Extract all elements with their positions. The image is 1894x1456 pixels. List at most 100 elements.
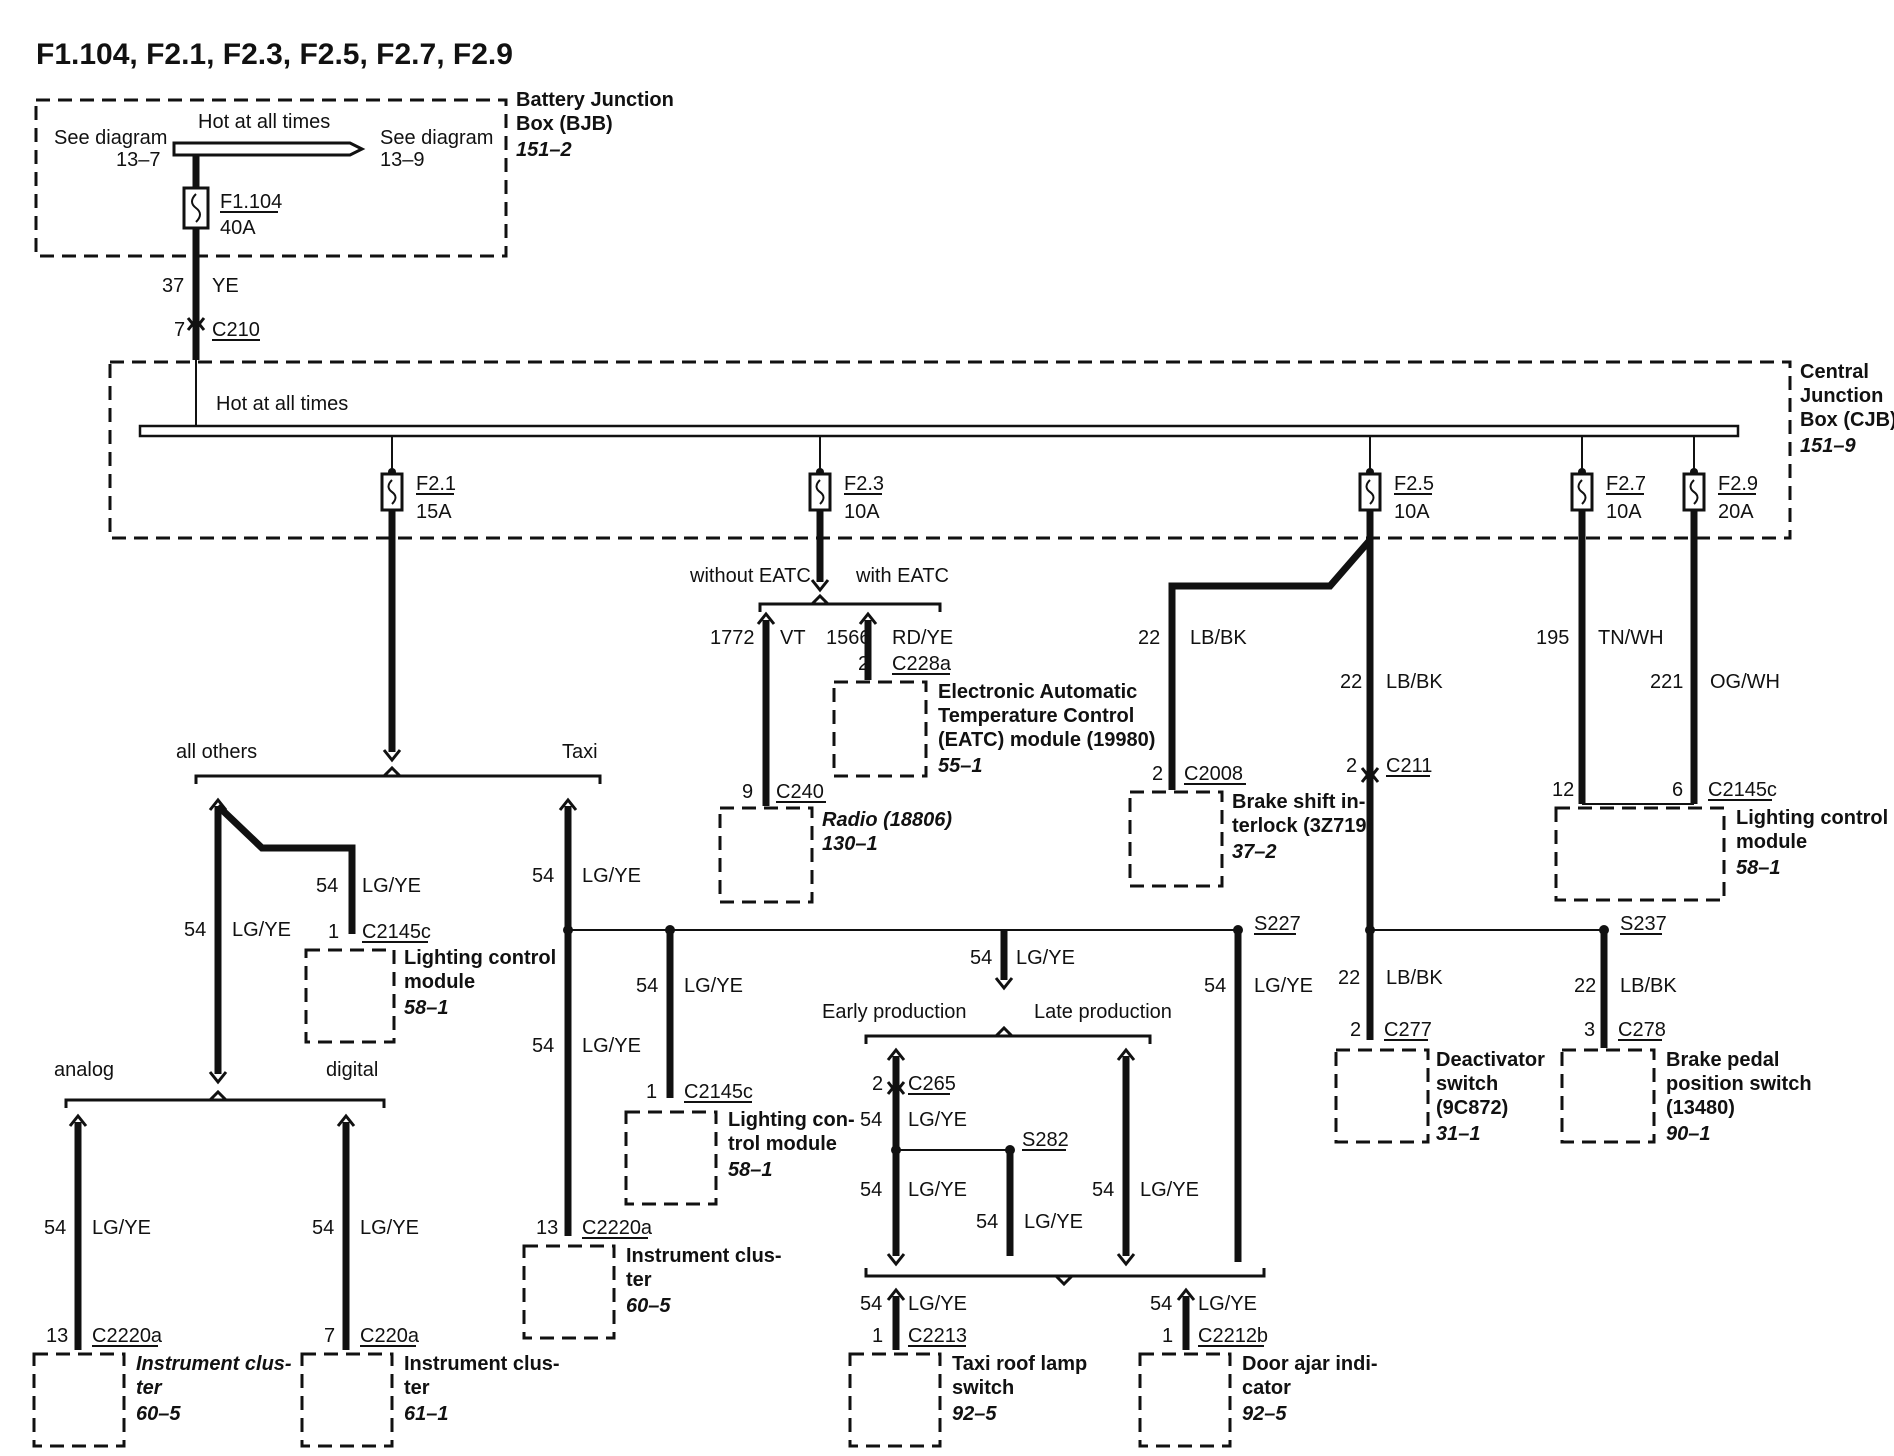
feed-wire-num: 37	[162, 275, 184, 297]
ic2-ref: 61–1	[404, 1403, 449, 1425]
without-eatc-label: without EATC	[689, 565, 811, 587]
ic2-name-2: ter	[404, 1377, 430, 1399]
radio-pin: 9	[742, 781, 753, 803]
bsi-pin: 2	[1152, 763, 1163, 785]
ic3-name-2: ter	[626, 1269, 652, 1291]
lcm-left-connector: C2145c	[362, 921, 431, 943]
f29-wire-num: 221	[1650, 671, 1683, 693]
instrument-cluster-digital[interactable]	[300, 1352, 394, 1448]
f27-wire-color: TN/WH	[1598, 627, 1664, 649]
lcm-left-wire-num: 54	[316, 875, 338, 897]
da-wire-num: 54	[1150, 1293, 1172, 1315]
allothers-wire-color: LG/YE	[232, 919, 291, 941]
bp-pin: 3	[1584, 1019, 1595, 1041]
door-ajar-indicator[interactable]	[1138, 1352, 1232, 1448]
da-pin: 1	[1162, 1325, 1173, 1347]
fuse-f29-amp: 20A	[1718, 501, 1754, 523]
bsi-name-1: Brake shift in-	[1232, 791, 1365, 813]
production-option-bracket	[864, 1034, 1152, 1044]
da-ref: 92–5	[1242, 1403, 1287, 1425]
tr-connector: C2213	[908, 1325, 967, 1347]
fuse-f1104-label: F1.104	[220, 191, 282, 213]
bjb-label-1: Battery Junction	[516, 89, 674, 111]
fuse-f25-id: F2.5	[1394, 473, 1434, 495]
s227-splice: S227	[1254, 913, 1301, 935]
tr-name-1: Taxi roof lamp	[952, 1353, 1087, 1375]
da-connector: C2212b	[1198, 1325, 1268, 1347]
fuse-f21: F2.1 15A	[380, 436, 456, 523]
bp-wire-num: 22	[1574, 975, 1596, 997]
fuse-f27: F2.7 10A	[1570, 436, 1646, 523]
radio-name: Radio (18806)	[822, 809, 952, 831]
lighting-control-module-right[interactable]	[1554, 806, 1726, 902]
lcm-right-ref: 58–1	[1736, 857, 1781, 879]
taxi-label: Taxi	[562, 741, 598, 763]
c211-connector: C211	[1386, 755, 1432, 777]
taxi-lcm-pin: 1	[646, 1081, 657, 1103]
eatc-module[interactable]	[832, 680, 928, 778]
brake-pedal-position-switch[interactable]	[1560, 1048, 1656, 1144]
brake-shift-interlock[interactable]	[1128, 790, 1224, 888]
lcm-left-pin: 1	[328, 921, 339, 943]
eatc-name-3: (EATC) module (19980)	[938, 729, 1155, 751]
fuse-f1104-amp: 40A	[220, 217, 256, 239]
ic1-name-1: Instrument clus-	[136, 1353, 292, 1375]
bjb-hot-label: Hot at all times	[198, 111, 330, 133]
cjb-label-3: Box (CJB)	[1800, 409, 1894, 431]
deact-pin: 2	[1350, 1019, 1361, 1041]
ic1-wire-color: LG/YE	[92, 1217, 151, 1239]
c265-wire-num: 54	[860, 1109, 882, 1131]
feed-wire-color: YE	[212, 275, 239, 297]
deact-name-1: Deactivator	[1436, 1049, 1545, 1071]
s282-wire-color: LG/YE	[1024, 1211, 1083, 1233]
fuse-f23: F2.3 10A	[808, 436, 884, 523]
ic2-connector: C220a	[360, 1325, 420, 1347]
eatc-name-2: Temperature Control	[938, 705, 1134, 727]
ic2-wire-color: LG/YE	[360, 1217, 419, 1239]
eatc-option-bracket	[758, 602, 942, 612]
instrument-cluster-taxi[interactable]	[522, 1244, 616, 1340]
cjb-hot-label: Hot at all times	[216, 393, 348, 415]
lcm-left-ref: 58–1	[404, 997, 449, 1019]
deact-name-2: switch	[1436, 1073, 1498, 1095]
early-production-label: Early production	[822, 1001, 967, 1023]
deactivator-switch[interactable]	[1334, 1048, 1430, 1144]
lighting-control-module-taxi[interactable]	[624, 1110, 718, 1206]
tr-pin: 1	[872, 1325, 883, 1347]
tr-name-2: switch	[952, 1377, 1014, 1399]
bsi-connector: C2008	[1184, 763, 1243, 785]
radio-wire-num: 1772	[710, 627, 755, 649]
s282-wire-num: 54	[976, 1211, 998, 1233]
c210-pin: 7	[174, 319, 185, 341]
eatc-wire-num: 1566	[826, 627, 871, 649]
lcm-f29-pin: 6	[1672, 779, 1683, 801]
radio-ref: 130–1	[822, 833, 878, 855]
ic1-wire-num: 54	[44, 1217, 66, 1239]
c210-connector: C210	[212, 319, 260, 341]
eatc-pin: 2	[858, 653, 869, 675]
ic1-pin: 13	[46, 1325, 68, 1347]
taxi-roof-lamp-switch[interactable]	[848, 1352, 942, 1448]
ic1-connector: C2220a	[92, 1325, 163, 1347]
fuse-f21-id: F2.1	[416, 473, 456, 495]
ic2-wire-num: 54	[312, 1217, 334, 1239]
bsi-wire-color: LB/BK	[1190, 627, 1247, 649]
ic3-name-1: Instrument clus-	[626, 1245, 782, 1267]
lcm-right-name-1: Lighting control	[1736, 807, 1888, 829]
radio-component[interactable]	[718, 806, 814, 904]
instrument-cluster-analog[interactable]	[32, 1352, 126, 1448]
taxi-wire-num: 54	[532, 865, 554, 887]
s237-splice: S237	[1620, 913, 1667, 935]
deact-name-3: (9C872)	[1436, 1097, 1508, 1119]
fuse-f21-amp: 15A	[416, 501, 452, 523]
c211-pin: 2	[1346, 755, 1357, 777]
fuse-f27-amp: 10A	[1606, 501, 1642, 523]
late-wire-color: LG/YE	[1140, 1179, 1199, 1201]
s227-wire-num: 54	[1204, 975, 1226, 997]
lighting-control-module-left[interactable]	[304, 948, 396, 1044]
bjb-bus-bar	[172, 141, 366, 157]
f25-wire2-num: 22	[1340, 671, 1362, 693]
f29-wire-color: OG/WH	[1710, 671, 1780, 693]
bp-ref: 90–1	[1666, 1123, 1711, 1145]
allothers-wire-num: 54	[184, 919, 206, 941]
